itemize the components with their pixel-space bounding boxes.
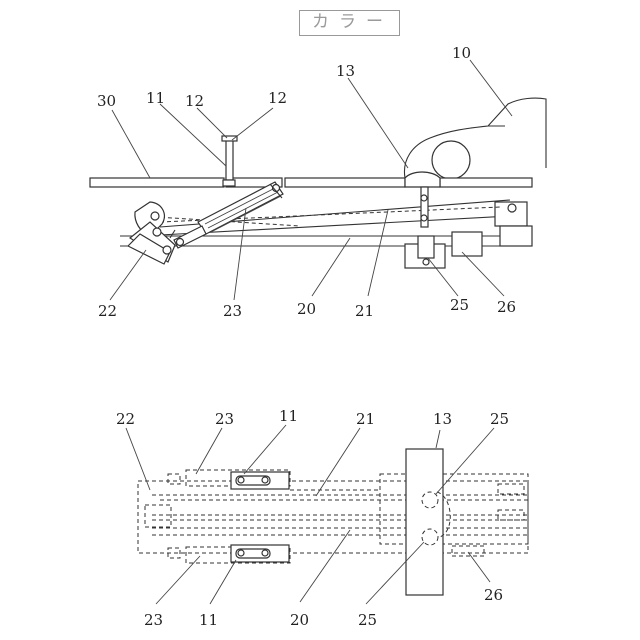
label-12b: 12: [268, 89, 287, 107]
label-10: 10: [452, 44, 471, 62]
platform-rail: [90, 172, 532, 187]
car-body: [404, 98, 546, 179]
label-21-bottom: 21: [356, 410, 375, 428]
label-13-bottom: 13: [433, 410, 452, 428]
label-11: 11: [146, 89, 165, 107]
label-13: 13: [336, 62, 355, 80]
label-25-bottom-b: 25: [358, 611, 377, 629]
label-23-bottom-a: 23: [215, 410, 234, 428]
label-25-bottom-a: 25: [490, 410, 509, 428]
label-12a: 12: [185, 92, 204, 110]
car-wheel: [432, 141, 470, 179]
post-13-top-view: [406, 449, 443, 595]
post-12: [226, 140, 233, 180]
label-22: 22: [98, 302, 117, 320]
label-23-bottom-b: 23: [144, 611, 163, 629]
label-21: 21: [355, 302, 374, 320]
block-11-lower: [231, 545, 289, 562]
bracket-22: [128, 202, 175, 264]
block-11-upper: [231, 472, 289, 489]
label-30: 30: [97, 92, 116, 110]
bottom-figure: 22 23 11 21 13 25 23 11 20 25 26: [116, 407, 528, 629]
top-figure: 30 11 12 12 13 10 22 23 20 21 25 26: [90, 44, 546, 320]
label-25: 25: [450, 296, 469, 314]
cylinder-23: [174, 182, 283, 248]
bump-13: [405, 172, 440, 187]
label-26: 26: [497, 298, 516, 316]
label-26-bottom: 26: [484, 586, 503, 604]
label-11-bottom-b: 11: [199, 611, 218, 629]
label-22-bottom: 22: [116, 410, 135, 428]
label-11-bottom-a: 11: [279, 407, 298, 425]
label-20: 20: [297, 300, 316, 318]
label-20-bottom: 20: [290, 611, 309, 629]
label-23: 23: [223, 302, 242, 320]
box-26: [452, 232, 482, 256]
frame-outline: [138, 481, 528, 553]
